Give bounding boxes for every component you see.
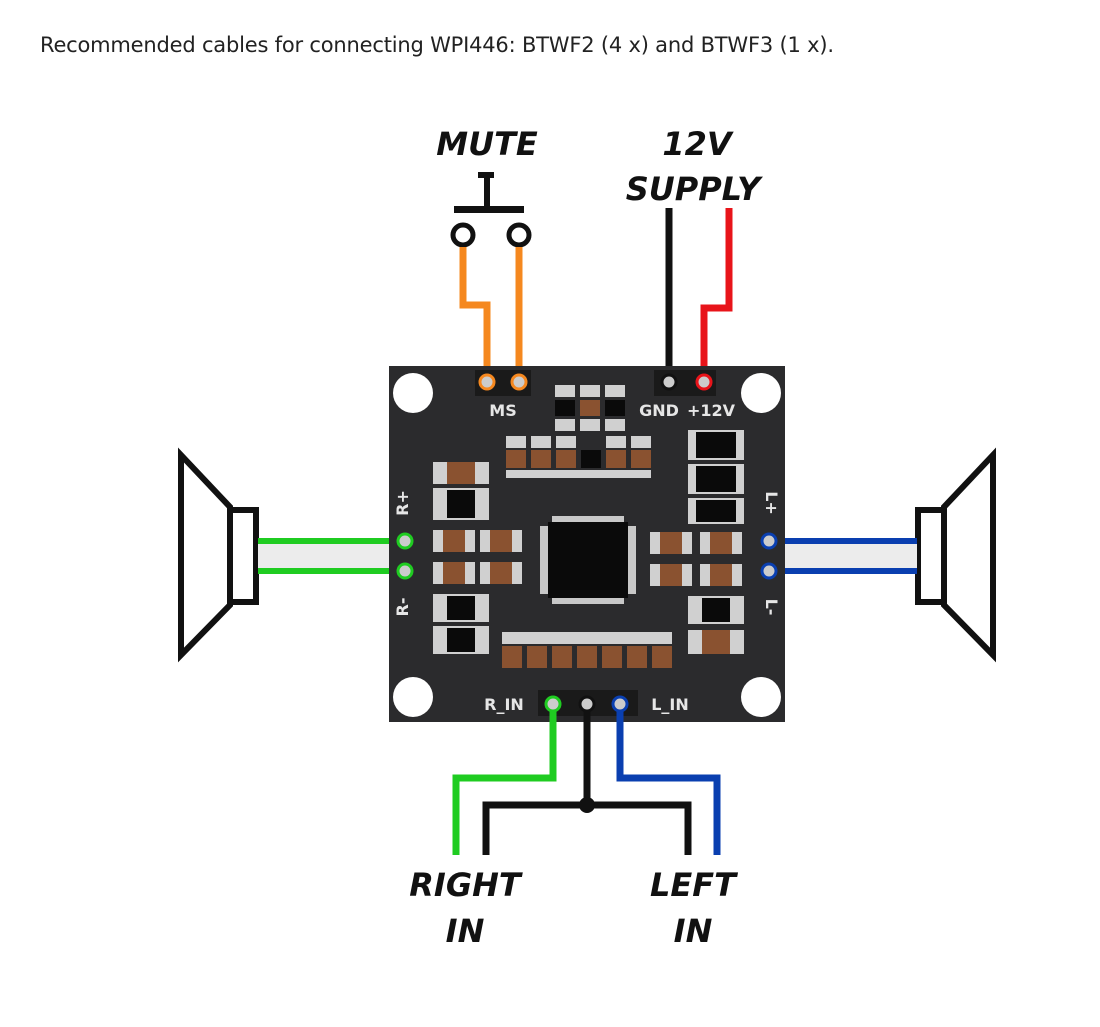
right-speaker: [178, 447, 259, 663]
amplifier-board: MS GND +12V R+ R- L+ L- R_IN L_IN: [389, 366, 785, 722]
pcb-label-r-minus: R-: [393, 598, 412, 617]
mounting-hole: [393, 677, 433, 717]
input-header-pins: [544, 695, 629, 713]
mounting-hole: [393, 373, 433, 413]
left-speaker: [915, 447, 996, 663]
left-in-label-line1: LEFT: [650, 866, 738, 904]
left-in-label-line2: IN: [674, 912, 713, 950]
right-in-label-line1: RIGHT: [409, 866, 523, 904]
smd-components-bottom: [502, 632, 672, 668]
supply-label-line2: SUPPLY: [626, 170, 763, 208]
mute-wires: [459, 247, 523, 382]
mute-label: MUTE: [436, 125, 538, 163]
mounting-hole: [741, 373, 781, 413]
pcb-label-12v: +12V: [687, 401, 736, 420]
right-in-label-line2: IN: [446, 912, 485, 950]
mute-push-button: [450, 172, 532, 248]
right-in-wire: [452, 711, 557, 855]
pcb-label-ms: MS: [489, 401, 516, 420]
left-in-wire: [616, 711, 721, 855]
left-speaker-cable: [769, 538, 917, 574]
pcb-label-r-in: R_IN: [484, 695, 524, 714]
pcb-label-l-minus: L-: [762, 599, 781, 616]
right-speaker-cable: [258, 538, 406, 574]
signal-ground-wire: [482, 711, 692, 855]
supply-12v-wire: [700, 208, 733, 382]
pcb-label-l-in: L_IN: [651, 695, 689, 714]
pcb-label-l-plus: L+: [762, 491, 781, 515]
pcb-label-gnd: GND: [639, 401, 679, 420]
smd-components-top: [506, 385, 744, 524]
supply-label-line1: 12V: [662, 125, 734, 163]
pcb-label-r-plus: R+: [393, 490, 412, 516]
intro-text: Recommended cables for connecting WPI446…: [40, 33, 834, 57]
mute-header-pins: [478, 373, 528, 391]
amplifier-ic: [540, 516, 636, 604]
supply-header-pins: [660, 373, 713, 391]
speaker-pins: [396, 532, 778, 580]
smd-components-left: [433, 462, 522, 654]
smd-components-right: [650, 532, 744, 654]
mounting-hole: [741, 677, 781, 717]
ground-junction: [579, 797, 595, 813]
